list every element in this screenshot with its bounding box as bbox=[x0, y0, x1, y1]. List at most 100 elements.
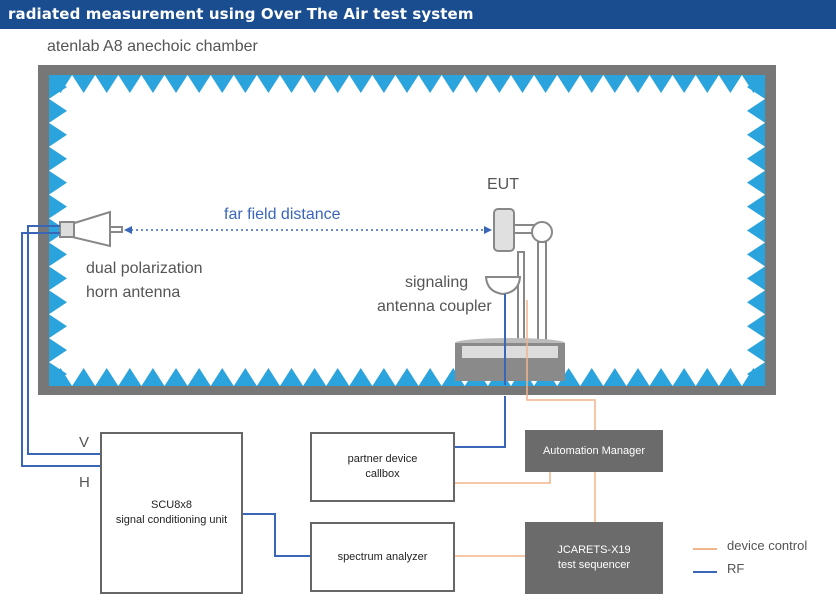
scu-description: signal conditioning unit bbox=[115, 514, 228, 526]
port-v-label: V bbox=[79, 434, 90, 451]
horn-label-line2: horn antenna bbox=[86, 284, 181, 301]
absorber-cone bbox=[49, 290, 67, 315]
absorber-cone bbox=[747, 338, 765, 363]
absorber-cone bbox=[747, 314, 765, 339]
absorber-cone bbox=[603, 75, 627, 93]
absorber-cone bbox=[418, 368, 442, 386]
absorber-cone bbox=[441, 368, 465, 386]
absorber-cone bbox=[649, 75, 673, 93]
absorber-cone bbox=[95, 75, 119, 93]
horn-label-line1: dual polarization bbox=[86, 260, 203, 277]
automation-manager: Automation Manager bbox=[525, 430, 663, 472]
absorber-cone bbox=[72, 368, 96, 386]
port-h-label: H bbox=[79, 474, 90, 491]
absorber-cone bbox=[695, 75, 719, 93]
absorber-cone bbox=[510, 75, 535, 93]
absorber-cone bbox=[747, 98, 765, 123]
absorber-cone bbox=[747, 122, 765, 147]
absorber-cone bbox=[418, 75, 442, 93]
title-bar: radiated measurement using Over The Air … bbox=[0, 0, 836, 29]
absorber-cone bbox=[49, 146, 67, 171]
absorber-cone bbox=[279, 75, 304, 93]
spectrum-analyzer-label: spectrum analyzer bbox=[337, 550, 428, 563]
absorber-cone bbox=[487, 75, 511, 93]
eut-label: EUT bbox=[487, 176, 519, 193]
absorber-cone bbox=[649, 368, 673, 386]
absorber-cone bbox=[747, 290, 765, 315]
spectrum-analyzer: spectrum analyzer bbox=[310, 522, 455, 592]
absorber-cone bbox=[49, 362, 67, 386]
legend-device-control-label: device control bbox=[727, 538, 808, 553]
scu-signal-conditioning-unit: SCU8x8 signal conditioning unit bbox=[100, 432, 243, 594]
rf-lines bbox=[21, 225, 506, 557]
absorber-cone bbox=[580, 75, 604, 93]
absorber-cone bbox=[49, 98, 67, 123]
absorber-cone bbox=[747, 266, 765, 291]
absorber-cone bbox=[164, 368, 188, 386]
absorber-cone bbox=[49, 170, 67, 195]
absorber-cone bbox=[49, 122, 67, 147]
absorber-cone bbox=[441, 75, 465, 93]
absorber-cone bbox=[372, 368, 396, 386]
absorber-cone bbox=[747, 362, 765, 386]
absorber-cone bbox=[349, 368, 373, 386]
absorber-cone bbox=[626, 368, 650, 386]
legend-rf-swatch bbox=[693, 571, 717, 573]
absorber-cone bbox=[49, 266, 67, 291]
absorber-cone bbox=[747, 194, 765, 219]
absorber-cone bbox=[326, 75, 350, 93]
absorber-cone bbox=[187, 368, 211, 386]
absorber-cone bbox=[580, 368, 604, 386]
scu-name: SCU8x8 bbox=[151, 499, 192, 511]
absorber-cone bbox=[49, 242, 67, 267]
absorber-cone bbox=[747, 146, 765, 171]
absorber-cone bbox=[747, 170, 765, 195]
absorber-cone bbox=[49, 314, 67, 339]
chamber-label: atenlab A8 anechoic chamber bbox=[47, 38, 258, 55]
absorber-cone bbox=[695, 368, 719, 386]
automation-manager-label: Automation Manager bbox=[542, 444, 646, 457]
callbox-line2: callbox bbox=[365, 468, 400, 480]
absorber-cone bbox=[233, 368, 257, 386]
absorber-cone bbox=[557, 368, 581, 386]
absorber-cone bbox=[164, 75, 188, 93]
device-control-lines bbox=[455, 300, 596, 557]
absorber-cone bbox=[372, 75, 396, 93]
absorber-cone bbox=[95, 368, 119, 386]
absorber-cone bbox=[303, 368, 327, 386]
absorber-cone bbox=[49, 338, 67, 363]
legend-rf-label: RF bbox=[727, 561, 745, 576]
diagram-title: radiated measurement using Over The Air … bbox=[8, 5, 474, 23]
callbox-line1: partner device bbox=[347, 453, 418, 465]
absorber-cone bbox=[557, 75, 581, 93]
absorber-cone bbox=[747, 218, 765, 243]
coupler-label-line1: signaling bbox=[405, 274, 469, 291]
absorber-cone bbox=[279, 368, 304, 386]
absorber-cone bbox=[49, 194, 67, 219]
absorber-cone bbox=[118, 368, 142, 386]
absorber-cone bbox=[210, 75, 234, 93]
absorber-cone bbox=[747, 242, 765, 267]
absorber-cone bbox=[49, 75, 67, 99]
horn-antenna bbox=[59, 210, 123, 248]
absorber-cone bbox=[49, 218, 67, 243]
absorber-cone bbox=[718, 368, 742, 386]
absorber-cone bbox=[256, 75, 280, 93]
test-sequencer: JCARETS-X19 test sequencer bbox=[525, 522, 663, 594]
absorber-cone bbox=[233, 75, 257, 93]
absorber-cone bbox=[210, 368, 234, 386]
partner-device-callbox: partner device callbox bbox=[310, 432, 455, 502]
absorber-cones bbox=[49, 75, 765, 386]
absorber-cone bbox=[464, 75, 488, 93]
absorber-cone bbox=[672, 368, 696, 386]
turntable bbox=[455, 338, 565, 381]
absorber-cone bbox=[395, 75, 419, 93]
absorber-cone bbox=[534, 75, 558, 93]
absorber-cone bbox=[303, 75, 327, 93]
absorber-cone bbox=[672, 75, 696, 93]
absorber-cone bbox=[141, 368, 165, 386]
absorber-cone bbox=[187, 75, 211, 93]
coupler-label-line2: antenna coupler bbox=[377, 298, 492, 315]
absorber-cone bbox=[118, 75, 142, 93]
